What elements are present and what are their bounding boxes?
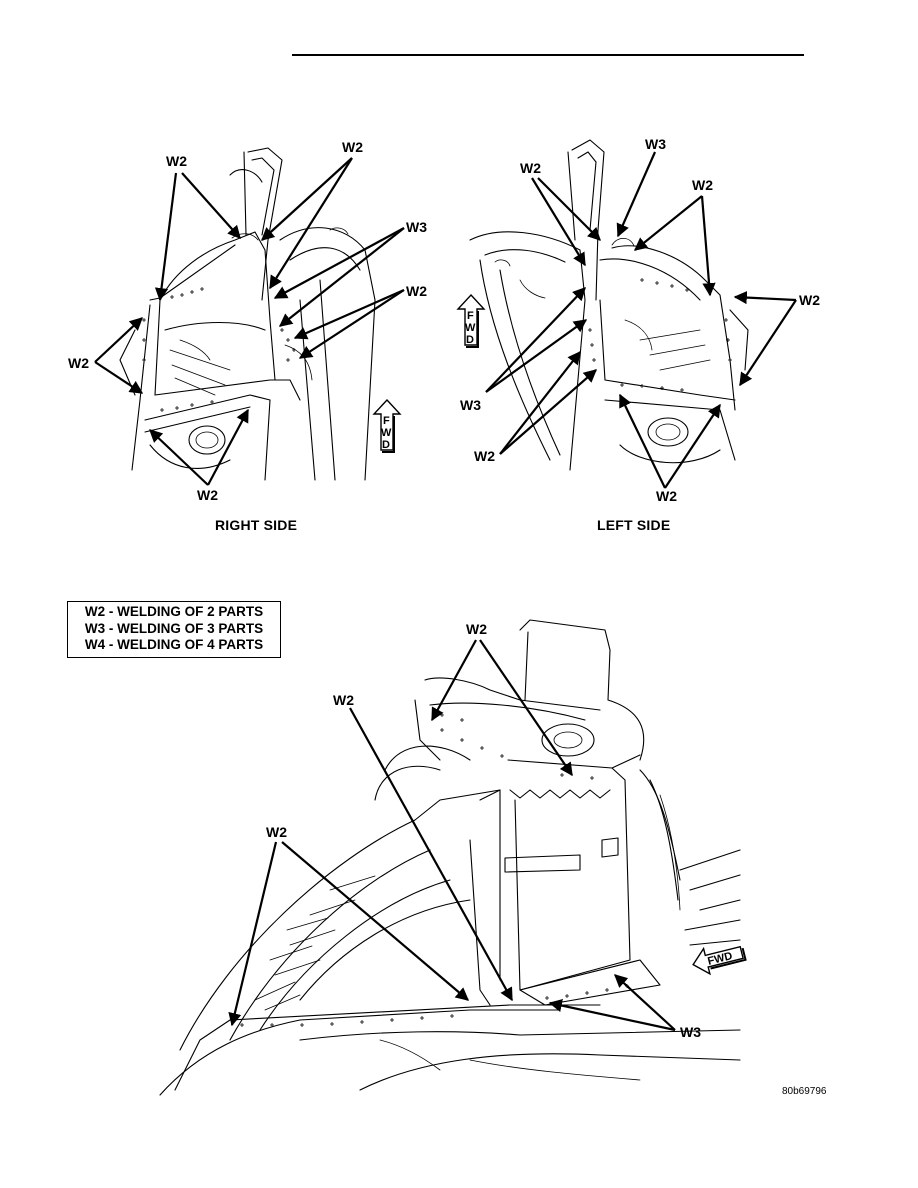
svg-text:D: D [466, 334, 474, 346]
callout-w2: W2 [520, 160, 541, 176]
callout-w2: W2 [474, 448, 495, 464]
callout-w2: W2 [799, 292, 820, 308]
legend-line: W4 - WELDING OF 4 PARTS [84, 637, 264, 652]
fwd-direction-marker: F W D [456, 293, 486, 348]
callout-w2: W2 [166, 153, 187, 169]
callout-w2: W2 [333, 692, 354, 708]
callout-w2: W2 [342, 139, 363, 155]
callout-w2: W2 [466, 621, 487, 637]
callout-w3: W3 [680, 1024, 701, 1040]
svg-text:W: W [381, 427, 392, 439]
svg-text:F: F [383, 415, 390, 427]
left-side-caption: LEFT SIDE [597, 517, 671, 533]
callout-w2: W2 [266, 824, 287, 840]
callout-w2: W2 [406, 283, 427, 299]
fwd-direction-marker: F W D [372, 398, 402, 453]
svg-text:W: W [465, 322, 476, 334]
left-side-leaders [485, 151, 797, 489]
fwd-direction-marker: FWD [692, 945, 747, 976]
callout-w3: W3 [645, 136, 666, 152]
legend-line: W2 - WELDING OF 2 PARTS [84, 604, 264, 619]
svg-text:F: F [467, 310, 474, 322]
weld-legend: W2 - WELDING OF 2 PARTS W3 - WELDING OF … [67, 601, 281, 658]
floor-pan-leaders [228, 639, 676, 1032]
legend-line: W3 - WELDING OF 3 PARTS [84, 620, 264, 636]
svg-text:FWD: FWD [706, 950, 733, 968]
floor-pan-drawing [159, 619, 741, 1096]
figure-id: 80b69796 [782, 1086, 827, 1097]
left-side-drawing [469, 139, 749, 471]
callout-w2: W2 [656, 488, 677, 504]
callout-w3: W3 [406, 219, 427, 235]
svg-text:D: D [382, 439, 390, 451]
callout-w2: W2 [692, 177, 713, 193]
callout-w2: W2 [68, 355, 89, 371]
right-side-caption: RIGHT SIDE [215, 517, 298, 533]
right-side-drawing [119, 147, 376, 481]
right-side-leaders [94, 157, 405, 486]
callout-w2: W2 [197, 487, 218, 503]
callout-w3: W3 [460, 397, 481, 413]
